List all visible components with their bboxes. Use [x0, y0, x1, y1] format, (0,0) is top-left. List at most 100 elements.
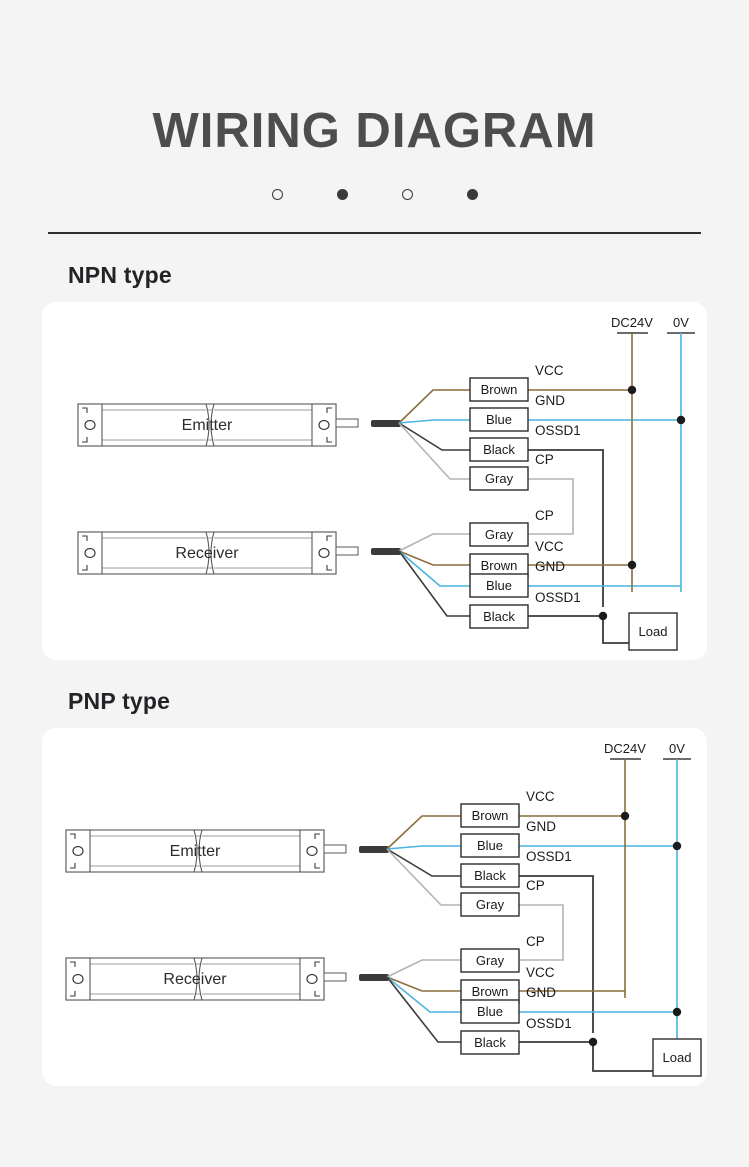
wire-box-label: Blue [486, 412, 512, 427]
npn-receiver-device: Receiver [77, 531, 359, 575]
pnp-emitter-label: Emitter [170, 843, 221, 860]
signal-label-gnd: GND [526, 985, 556, 1000]
npn-receiver-wire-boxes: Gray CP Brown VCC Blue GND Black OSSD1 [469, 508, 581, 629]
signal-label-ossd1: OSSD1 [535, 590, 581, 605]
pnp-emitter-device: Emitter [65, 829, 347, 873]
npn-wiring-svg: Emitter [77, 315, 695, 651]
wire-box-black-receiver: Black [460, 1029, 520, 1055]
npn-receiver-wire-fanout [398, 532, 470, 617]
dot-hollow-2 [401, 188, 413, 200]
pnp-diagram-card: Emitter Brown VCC [42, 727, 707, 1086]
wire-box-label: Brown [472, 808, 509, 823]
pnp-emitter-wire-fanout [386, 814, 461, 906]
signal-label-cp: CP [535, 508, 554, 523]
pnp-supply-rails: DC24V 0V [604, 741, 691, 1018]
signal-label-cp: CP [526, 934, 545, 949]
signal-label-ossd1: OSSD1 [526, 849, 572, 864]
pnp-receiver-wire-fanout [386, 958, 461, 1043]
title-divider [48, 231, 701, 234]
pnp-receiver-cable-stub [359, 973, 389, 981]
pnp-receiver-wire-boxes: Gray CP Brown VCC Blue GND Black OSSD1 [460, 934, 572, 1055]
wire-box-black-emitter: Black [469, 436, 529, 462]
signal-label-gnd: GND [526, 819, 556, 834]
supply-label-0v: 0V [673, 315, 689, 330]
pnp-junction-dots [588, 811, 682, 1046]
wire-box-blue-emitter: Blue [469, 406, 529, 432]
supply-label-dc24v: DC24V [604, 741, 646, 756]
load-label: Load [663, 1050, 692, 1065]
decorative-dots [0, 188, 749, 200]
wire-box-brown-emitter: Brown [469, 376, 529, 402]
npn-load: Load [628, 611, 678, 651]
supply-label-dc24v: DC24V [611, 315, 653, 330]
junction-dot-vcc-emitter [620, 811, 630, 820]
junction-dot-gnd-emitter [672, 841, 682, 850]
signal-label-cp: CP [535, 452, 554, 467]
wiring-diagram-page: WIRING DIAGRAM NPN type [0, 33, 749, 1167]
npn-diagram-card: Emitter [42, 301, 707, 660]
dot-filled-2 [466, 188, 478, 200]
junction-dot-load-top [672, 1007, 682, 1016]
signal-label-vcc: VCC [535, 539, 564, 554]
wire-box-gray-receiver: Gray [469, 521, 529, 547]
wire-box-label: Gray [476, 897, 505, 912]
wire-box-label: Blue [486, 578, 512, 593]
wire-box-blue-emitter: Blue [460, 832, 520, 858]
wire-box-label: Black [483, 609, 515, 624]
npn-emitter-signal-lines [528, 388, 681, 607]
wire-box-black-receiver: Black [469, 603, 529, 629]
junction-dot-vcc-emitter [627, 385, 637, 394]
signal-label-ossd1: OSSD1 [526, 1016, 572, 1031]
wire-box-label: Brown [472, 984, 509, 999]
load-label: Load [639, 624, 668, 639]
pnp-receiver-label: Receiver [163, 971, 227, 988]
wire-box-label: Brown [481, 382, 518, 397]
dot-hollow-1 [271, 188, 283, 200]
pnp-receiver-device: Receiver [65, 957, 347, 1001]
wire-box-blue-receiver: Blue [460, 998, 520, 1024]
signal-label-ossd1: OSSD1 [535, 423, 581, 438]
junction-dot-gnd-emitter [676, 415, 686, 424]
wire-box-label: Black [474, 868, 506, 883]
wire-box-brown-receiver: Brown [469, 552, 529, 578]
wire-box-label: Black [483, 442, 515, 457]
junction-dot-ossd1 [598, 611, 608, 620]
pnp-emitter-wire-boxes: Brown VCC Blue GND Black OSSD1 Gray CP [460, 789, 572, 917]
junction-dot-ossd1 [588, 1037, 598, 1046]
section-title-npn: NPN type [68, 261, 172, 288]
wire-box-blue-receiver: Blue [469, 572, 529, 598]
wire-box-gray-receiver: Gray [460, 947, 520, 973]
signal-label-gnd: GND [535, 559, 565, 574]
pnp-wiring-svg: Emitter Brown VCC [65, 741, 702, 1077]
wire-box-label: Gray [485, 471, 514, 486]
dot-filled-1 [336, 188, 348, 200]
supply-label-0v: 0V [669, 741, 685, 756]
wire-box-label: Gray [485, 527, 514, 542]
wire-box-label: Blue [477, 838, 503, 853]
junction-dot-vcc-receiver [627, 560, 637, 569]
signal-label-cp: CP [526, 878, 545, 893]
wire-box-brown-emitter: Brown [460, 802, 520, 828]
npn-emitter-cable-stub [371, 419, 401, 427]
wire-box-gray-emitter: Gray [469, 465, 529, 491]
npn-receiver-cable-stub [371, 547, 401, 555]
section-title-pnp: PNP type [68, 687, 171, 714]
signal-label-vcc: VCC [526, 789, 555, 804]
pnp-emitter-signal-lines [519, 814, 677, 1033]
signal-label-vcc: VCC [526, 965, 555, 980]
wire-box-label: Blue [477, 1004, 503, 1019]
pnp-emitter-cable-stub [359, 845, 389, 853]
signal-label-vcc: VCC [535, 363, 564, 378]
wire-box-black-emitter: Black [460, 862, 520, 888]
wire-box-label: Black [474, 1035, 506, 1050]
page-title: WIRING DIAGRAM [152, 103, 597, 158]
signal-label-gnd: GND [535, 393, 565, 408]
wire-box-brown-receiver: Brown [460, 978, 520, 1004]
wire-box-label: Gray [476, 953, 505, 968]
npn-supply-rails: DC24V 0V [611, 315, 695, 592]
npn-emitter-wire-fanout [398, 388, 470, 480]
npn-emitter-label: Emitter [182, 417, 233, 434]
pnp-receiver-signal-lines [519, 989, 678, 1072]
npn-emitter-device: Emitter [77, 403, 359, 447]
npn-junction-dots [598, 385, 686, 620]
